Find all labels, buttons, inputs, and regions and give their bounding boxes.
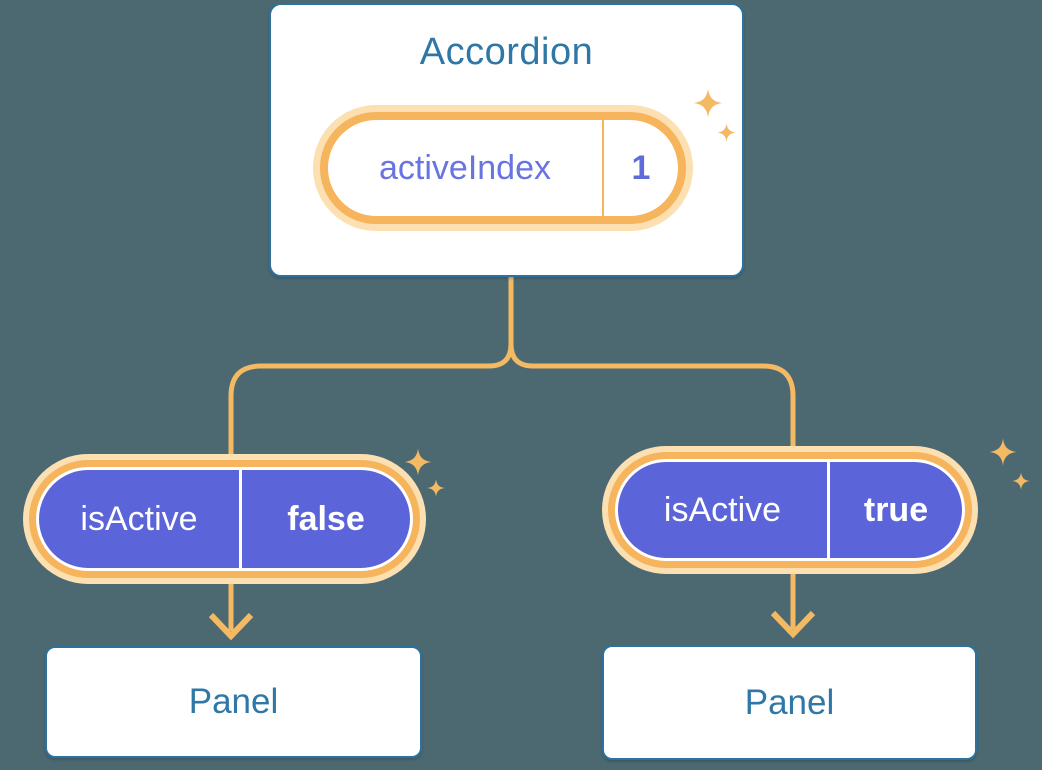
arrow-right-head-icon: [770, 610, 816, 639]
prop-pill-isactive-false: isActive false: [23, 454, 426, 584]
state-value: 1: [602, 120, 678, 216]
state-name-label: activeIndex: [379, 148, 551, 187]
state-pill-ring: activeIndex 1: [320, 112, 686, 224]
prop-name-label: isActive: [663, 490, 782, 529]
branch-right-line: [508, 343, 796, 452]
branch-left-line: [228, 343, 514, 460]
prop-pill-isactive-true: isActive true: [602, 446, 978, 574]
accordion-component-card: Accordion activeIndex 1: [269, 3, 744, 277]
prop-value: true: [827, 462, 962, 558]
panel-component-card-right: Panel: [602, 645, 977, 760]
arrow-left-head-icon: [208, 612, 254, 641]
sparkle-icon: [1012, 472, 1030, 490]
prop-pill-body: isActive true: [615, 459, 965, 561]
state-pill: activeIndex 1: [313, 105, 693, 231]
sparkle-icon: [404, 448, 432, 476]
prop-pill-body: isActive false: [36, 467, 413, 571]
sparkle-icon: [427, 479, 445, 497]
component-title: Accordion: [419, 31, 594, 73]
prop-value: false: [239, 470, 410, 568]
panel-component-card-left: Panel: [45, 646, 422, 758]
prop-pill-ring: isActive false: [29, 460, 420, 578]
prop-name-label: isActive: [80, 499, 198, 538]
sparkle-icon: [989, 438, 1017, 466]
prop-pill-ring: isActive true: [608, 452, 972, 568]
